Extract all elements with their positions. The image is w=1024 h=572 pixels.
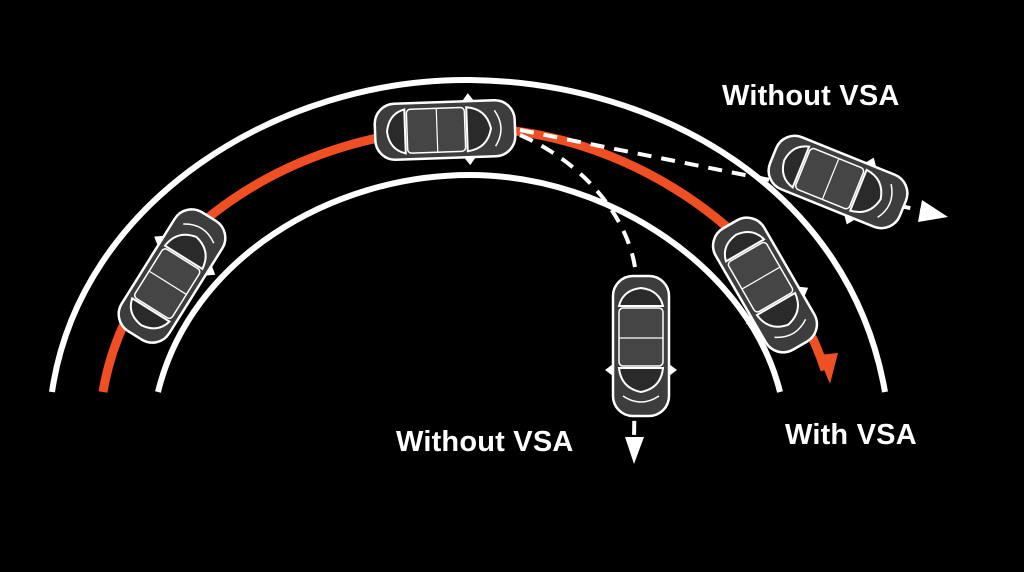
inner-road-edge [155,171,783,393]
outer-road-edge [49,76,888,393]
car-without-vsa-straight-icon [758,121,918,243]
with-vsa-label: With VSA [785,419,917,451]
without-vsa-spin-arrowhead-icon [625,437,644,464]
car-top-of-curve-icon [372,90,518,170]
without-vsa-label-bottom: Without VSA [396,426,574,458]
car-without-vsa-spin-icon [603,274,679,418]
without-vsa-straight-arrowhead-icon [918,200,948,222]
without-vsa-label-top: Without VSA [722,80,900,112]
with-vsa-arrowhead-icon [818,353,838,384]
